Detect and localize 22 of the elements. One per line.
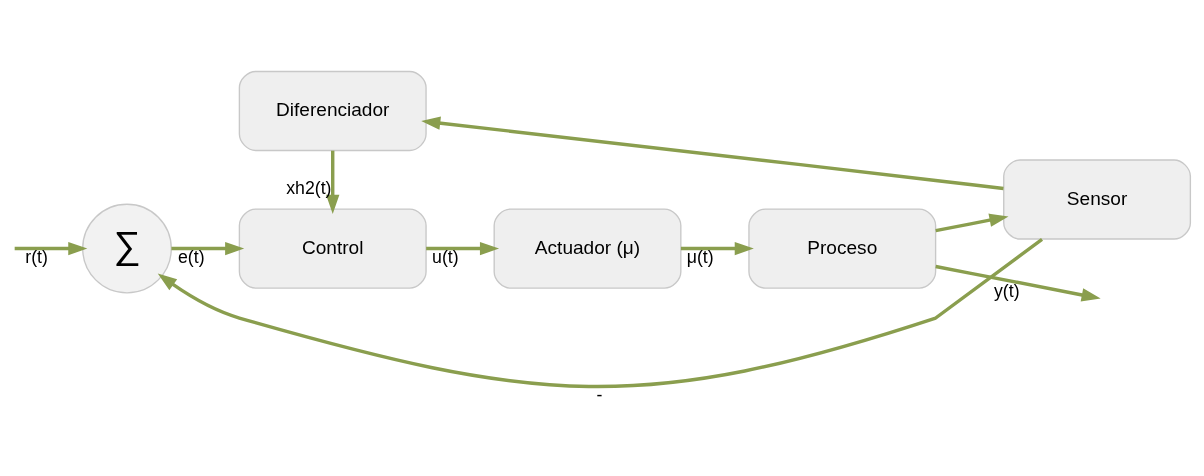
edge-label: r(t) bbox=[25, 246, 48, 267]
node-box: Actuador (μ) bbox=[493, 207, 682, 289]
edge-label: μ(t) bbox=[686, 246, 714, 267]
arrow bbox=[326, 150, 340, 214]
node-box: Proceso bbox=[748, 207, 937, 289]
arrow bbox=[680, 241, 754, 255]
arrow bbox=[171, 241, 245, 255]
edge-label: - bbox=[596, 384, 603, 405]
node-box: Sensor bbox=[1003, 158, 1192, 240]
edge-label: u(t) bbox=[432, 246, 459, 267]
arrow bbox=[421, 115, 1004, 190]
node-box: Control bbox=[238, 207, 427, 289]
node-box: Diferenciador bbox=[238, 70, 427, 151]
arrow bbox=[426, 241, 500, 255]
arrow bbox=[935, 264, 1101, 301]
edge-label: e(t) bbox=[177, 246, 205, 267]
arrow bbox=[157, 237, 1044, 388]
edge-label: xh2(t) bbox=[286, 177, 332, 198]
node-circle: ∑ bbox=[82, 203, 172, 294]
edge-label: y(t) bbox=[994, 280, 1020, 301]
arrow bbox=[14, 241, 88, 255]
arrow bbox=[935, 213, 1009, 232]
